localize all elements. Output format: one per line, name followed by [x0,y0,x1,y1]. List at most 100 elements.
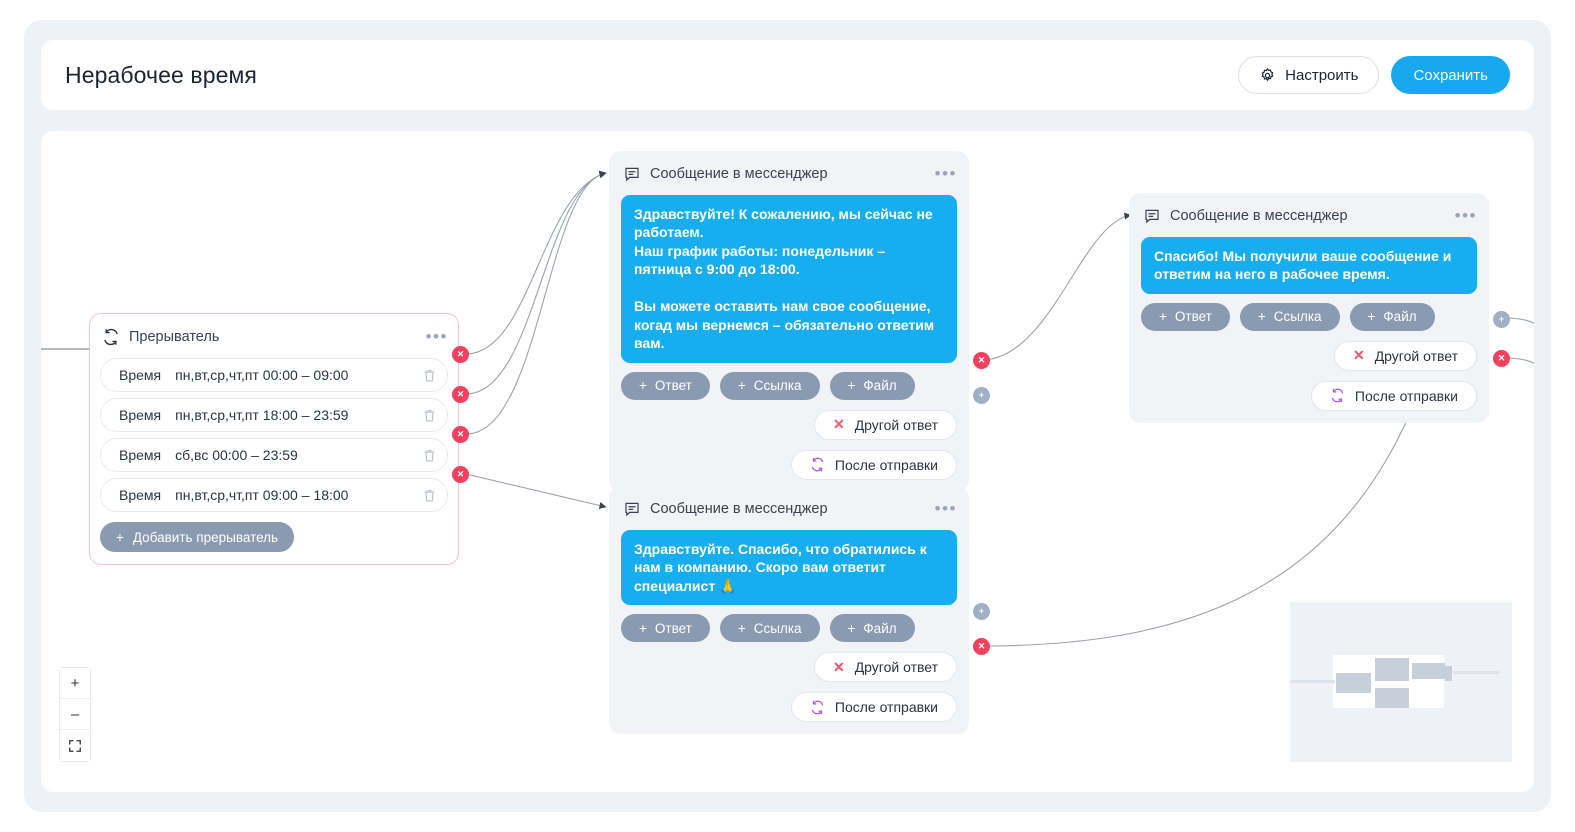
chip-label: Файл [863,620,897,636]
time-row-label: Время [119,367,162,383]
row-connector-handle[interactable]: ✕ [452,466,469,483]
chip-label: Ссылка [753,620,802,636]
refresh-icon [102,328,120,346]
plus-icon: + [737,620,746,636]
trash-icon[interactable] [422,448,437,463]
add-interrupter-button[interactable]: + Добавить прерыватель [100,522,295,552]
after-send-output[interactable]: После отправки [790,692,957,723]
output-connector-handle[interactable]: ✕ [1493,350,1510,367]
close-icon: ✕ [1352,347,1365,364]
node-message-top[interactable]: Сообщение в мессенджер ••• Здравствуйте!… [609,151,969,492]
output-connector-handle[interactable]: + [973,387,990,404]
zoom-in-button[interactable]: + [60,668,90,699]
minimap[interactable] [1290,602,1512,762]
chip-label: Файл [1383,309,1417,325]
node-header: Прерыватель ••• [100,324,448,350]
time-row-value: пн,вт,ср,чт,пт 18:00 – 23:59 [175,407,349,423]
node-message-bottom[interactable]: Сообщение в мессенджер ••• Здравствуйте.… [609,486,969,735]
settings-button[interactable]: Настроить [1238,56,1380,94]
other-answer-output[interactable]: ✕ Другой ответ [1333,340,1477,371]
message-bubble: Спасибо! Мы получили ваше сообщение и от… [1141,237,1477,294]
output-connector-handle[interactable]: + [973,603,990,620]
plus-icon: + [737,378,746,394]
node-header: Сообщение в мессенджер ••• [621,161,957,187]
node-menu-button[interactable]: ••• [934,164,957,183]
fit-screen-button[interactable] [60,730,90,761]
add-file-chip[interactable]: +Файл [1349,302,1435,331]
time-row[interactable]: Время пн,вт,ср,чт,пт 09:00 – 18:00 [100,478,448,512]
minimap-node [1412,663,1445,679]
attachment-chips: +Ответ +Ссылка +Файл [1141,302,1477,331]
node-menu-button[interactable]: ••• [425,327,448,346]
time-row[interactable]: Время пн,вт,ср,чт,пт 18:00 – 23:59 [100,398,448,432]
node-menu-button[interactable]: ••• [1454,206,1477,225]
plus-icon: + [639,378,647,394]
save-button[interactable]: Сохранить [1391,56,1510,94]
add-answer-chip[interactable]: +Ответ [621,614,710,643]
output-label: Другой ответ [854,659,938,676]
header-actions: Настроить Сохранить [1238,56,1510,94]
after-send-output[interactable]: После отправки [790,449,957,480]
node-title: Прерыватель [129,329,220,345]
minimap-edge [1290,680,1335,683]
time-row-value: сб,вс 00:00 – 23:59 [175,447,298,463]
attachment-chips: +Ответ + Ссылка +Файл [621,371,957,400]
close-icon: ✕ [832,658,845,675]
add-answer-chip[interactable]: +Ответ [621,371,710,400]
minimap-node [1445,666,1452,681]
time-row-value: пн,вт,ср,чт,пт 00:00 – 09:00 [175,367,349,383]
add-file-chip[interactable]: +Файл [829,614,915,643]
output-row: После отправки [1141,380,1477,411]
minimap-node [1336,673,1371,693]
output-row: После отправки [621,692,957,723]
node-header: Сообщение в мессенджер ••• [621,496,957,522]
attachment-chips: +Ответ + Ссылка +Файл [621,614,957,643]
output-connector-handle[interactable]: ✕ [973,352,990,369]
time-row[interactable]: Время сб,вс 00:00 – 23:59 [100,438,448,472]
message-icon [1143,207,1161,225]
row-connector-handle[interactable]: ✕ [452,426,469,443]
close-icon: ✕ [832,416,845,433]
message-icon [623,500,641,518]
node-title: Сообщение в мессенджер [1170,208,1348,224]
other-answer-output[interactable]: ✕ Другой ответ [813,652,957,683]
plus-icon: + [1257,309,1266,325]
trash-icon[interactable] [422,488,437,503]
zoom-controls: + – [59,667,91,762]
add-link-chip[interactable]: + Ссылка [719,614,820,643]
flow-canvas[interactable]: Прерыватель ••• Время пн,вт,ср,чт,пт 00:… [41,131,1534,792]
message-bubble: Здравствуйте. Спасибо, что обратились к … [621,530,957,606]
output-connector-handle[interactable]: + [1493,311,1510,328]
node-header: Сообщение в мессенджер ••• [1141,203,1477,229]
node-menu-button[interactable]: ••• [934,499,957,518]
settings-button-label: Настроить [1285,66,1359,84]
add-file-chip[interactable]: +Файл [829,371,915,400]
zoom-out-button[interactable]: – [60,699,90,730]
add-link-chip[interactable]: +Ссылка [1239,302,1340,331]
add-link-chip[interactable]: + Ссылка [719,371,820,400]
output-connector-handle[interactable]: ✕ [973,638,990,655]
message-bubble: Здравствуйте! К сожалению, мы сейчас не … [621,195,957,363]
row-connector-handle[interactable]: ✕ [452,386,469,403]
trash-icon[interactable] [422,408,437,423]
gear-icon [1259,67,1276,84]
other-answer-output[interactable]: ✕ Другой ответ [813,409,957,440]
time-row[interactable]: Время пн,вт,ср,чт,пт 00:00 – 09:00 [100,358,448,392]
fit-screen-icon [68,739,82,753]
row-connector-handle[interactable]: ✕ [452,346,469,363]
plus-icon: + [1159,309,1167,325]
trash-icon[interactable] [422,368,437,383]
node-message-right[interactable]: Сообщение в мессенджер ••• Спасибо! Мы п… [1129,193,1489,423]
chip-label: Ссылка [753,378,802,394]
add-answer-chip[interactable]: +Ответ [1141,302,1230,331]
page-title: Нерабочее время [65,61,257,88]
after-send-output[interactable]: После отправки [1310,380,1477,411]
page-header: Нерабочее время Настроить Сохранить [41,40,1534,110]
refresh-icon [810,457,825,472]
output-label: Другой ответ [1374,347,1458,364]
node-trigger-interrupter[interactable]: Прерыватель ••• Время пн,вт,ср,чт,пт 00:… [89,313,459,565]
output-label: Другой ответ [854,416,938,433]
message-icon [623,165,641,183]
output-label: После отправки [834,699,938,716]
